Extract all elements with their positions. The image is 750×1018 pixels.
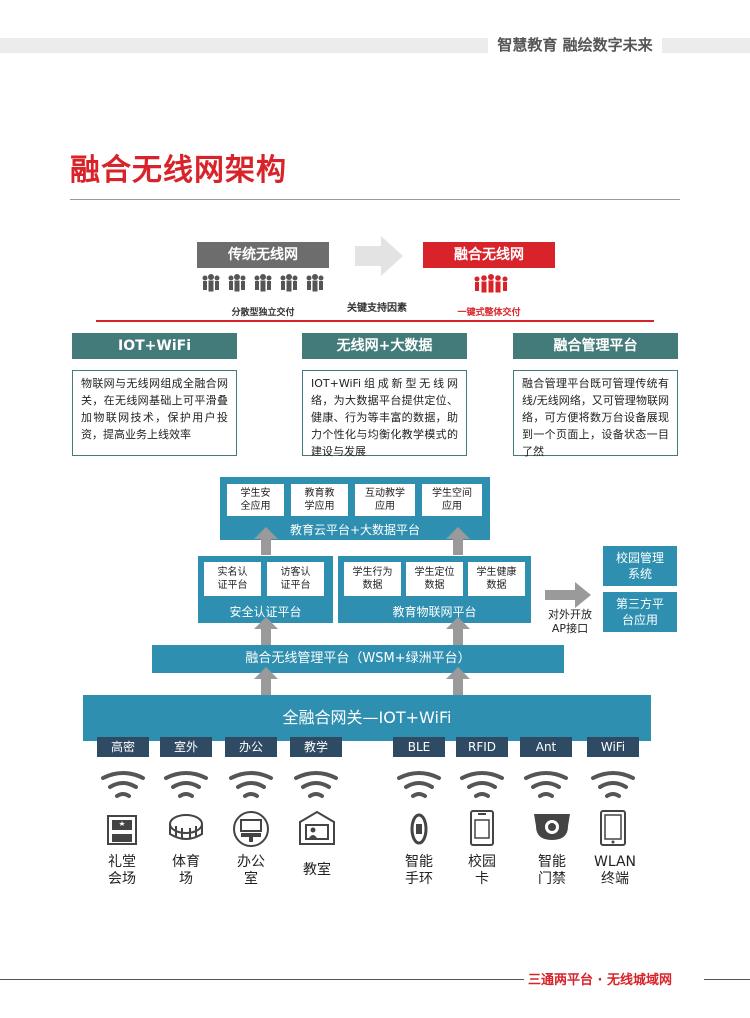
header-tagline: 智慧教育 融绘数字未来 xyxy=(488,34,662,57)
category-teaching: 教学 xyxy=(290,737,342,757)
behavior-data: 学生行为 数据 xyxy=(344,562,401,596)
feature-desc-iot-wifi: 物联网与无线网组成全融合网关，在无线网基础上可平滑叠加物联网技术，保护用户投资，… xyxy=(72,370,237,456)
device-label-wlan-terminal: WLAN 终端 xyxy=(593,854,636,887)
category-office: 办公 xyxy=(225,737,277,757)
device-label-campus-card: 校园 卡 xyxy=(468,854,496,887)
tablet-icon xyxy=(600,810,626,846)
feature-desc-bigdata: IOT+WiFi组成新型无线网络，为大数据平台提供定位、健康、行为等丰富的数据，… xyxy=(302,370,467,458)
app-student-safety: 学生安 全应用 xyxy=(227,484,284,516)
app-teaching: 教育教 学应用 xyxy=(291,484,348,516)
auditorium-icon xyxy=(107,815,137,845)
footer-rule-right xyxy=(704,979,750,980)
footer-rule xyxy=(0,979,524,980)
stadium-icon xyxy=(169,814,203,840)
arrow-up-icon xyxy=(446,667,470,695)
category-outdoor: 室外 xyxy=(160,737,212,757)
open-ap-caption: 对外开放 AP接口 xyxy=(548,608,592,635)
feature-title-iot-wifi: IOT+WiFi xyxy=(72,333,237,359)
gateway-bar: 全融合网关—IOT+WiFi xyxy=(83,695,651,741)
signal-icons-row xyxy=(101,771,635,798)
footer-label: 三通两平台 · 无线城域网 xyxy=(528,973,672,988)
cloud-platform-label: 教育云平台+大数据平台 xyxy=(289,523,421,537)
device-label-office: 办公 室 xyxy=(237,854,265,887)
health-data: 学生健康 数据 xyxy=(468,562,525,596)
legacy-caption: 分散型独立交付 xyxy=(231,308,295,318)
feature-title-bigdata: 无线网+大数据 xyxy=(302,333,467,359)
category-rfid: RFID xyxy=(456,737,508,757)
arrow-up-icon xyxy=(254,617,278,645)
app-interactive: 互动教学 应用 xyxy=(355,484,415,516)
visitor-auth: 访客认 证平台 xyxy=(267,562,324,596)
converged-caption: 一键式整体交付 xyxy=(457,308,521,318)
app-student-space: 学生空间 应用 xyxy=(422,484,482,516)
page-title: 融合无线网架构 xyxy=(70,153,287,188)
auth-platform-label: 安全认证平台 xyxy=(229,605,302,619)
title-divider xyxy=(70,199,680,200)
iot-platform-panel: 学生行为 数据 学生定位 数据 学生健康 数据 教育物联网平台 xyxy=(338,556,531,623)
camera-icon xyxy=(534,814,570,840)
key-factors-caption: 关键支持因素 xyxy=(347,303,407,314)
converged-network-label: 融合无线网 xyxy=(423,242,555,268)
arrow-up-icon xyxy=(446,617,470,645)
category-ant: Ant xyxy=(520,737,572,757)
legacy-network-label: 传统无线网 xyxy=(197,242,329,268)
arrow-up-icon xyxy=(446,527,470,555)
realname-auth: 实名认 证平台 xyxy=(204,562,261,596)
arrow-up-icon xyxy=(254,667,278,695)
device-label-access-control: 智能 门禁 xyxy=(538,854,566,887)
device-label-auditorium: 礼堂 会场 xyxy=(108,854,136,887)
office-icon xyxy=(233,811,269,847)
converged-people-icon xyxy=(474,274,508,293)
arrow-right-icon xyxy=(545,582,591,608)
category-wifi: WiFi xyxy=(587,737,639,757)
feature-desc-management: 融合管理平台既可管理传统有线/无线网络，又可管理物联网络，可方便将数万台设备展现… xyxy=(513,370,678,458)
feature-title-management: 融合管理平台 xyxy=(513,333,678,359)
third-party-box: 第三方平 台应用 xyxy=(603,592,677,632)
device-label-wristband: 智能 手环 xyxy=(405,854,433,887)
device-label-stadium: 体育 场 xyxy=(172,854,200,887)
location-data: 学生定位 数据 xyxy=(406,562,463,596)
arrow-up-icon xyxy=(254,527,278,555)
category-high-density: 高密 xyxy=(97,737,149,757)
cloud-platform-panel: 学生安 全应用 教育教 学应用 互动教学 应用 学生空间 应用 教育云平台+大数… xyxy=(220,477,490,540)
wristband-icon xyxy=(410,813,428,845)
legacy-people-icon xyxy=(202,274,324,292)
wsm-platform-bar: 融合无线管理平台（WSM+绿洲平台） xyxy=(152,645,564,673)
classroom-icon xyxy=(299,810,335,845)
category-ble: BLE xyxy=(393,737,445,757)
comparison-divider xyxy=(96,320,654,322)
campus-management-box: 校园管理 系统 xyxy=(603,546,677,586)
device-label-classroom: 教室 xyxy=(303,862,331,878)
iot-platform-label: 教育物联网平台 xyxy=(392,605,477,619)
transition-arrow-icon xyxy=(355,236,403,276)
campus-card-icon xyxy=(470,810,494,846)
auth-platform-panel: 实名认 证平台 访客认 证平台 安全认证平台 xyxy=(198,556,333,623)
